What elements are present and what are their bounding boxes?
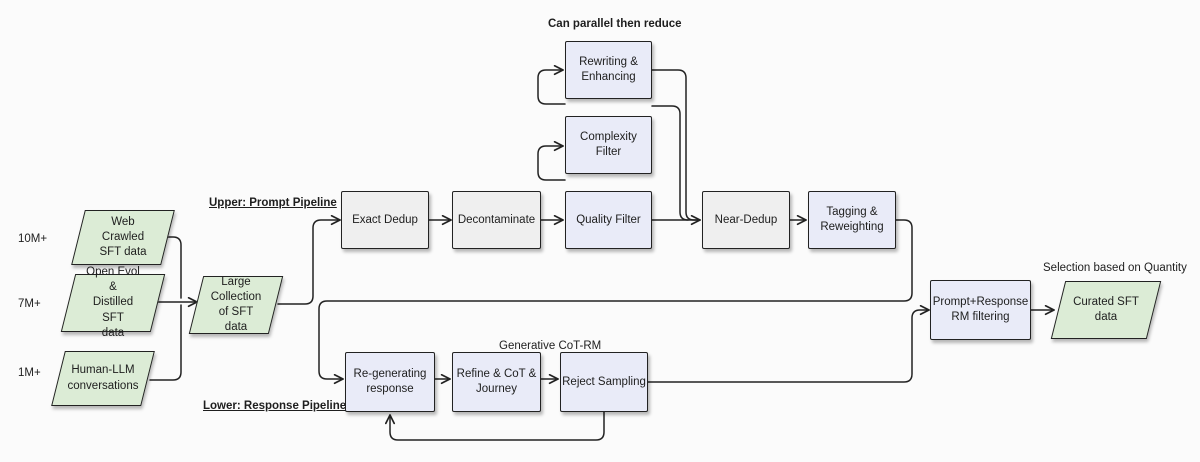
source-size-web: 10M+	[18, 233, 48, 245]
upper-pipeline-label: Upper: Prompt Pipeline	[209, 197, 337, 209]
reject-sampling-node: Reject Sampling	[560, 352, 648, 412]
selection-label: Selection based on Quantity	[1043, 262, 1187, 274]
large-collection: Large Collection of SFT data	[188, 275, 284, 334]
source-size-human: 1M+	[18, 367, 41, 379]
near-dedup-node: Near-Dedup	[702, 191, 790, 249]
edge-loop-to-rewriting	[537, 64, 566, 105]
source-web-crawled-label: Web Crawled SFT data	[99, 215, 147, 259]
source-human-llm-label: Human-LLM conversations	[67, 364, 139, 392]
rewriting-enhancing-node: Rewriting & Enhancing	[565, 41, 652, 99]
edge-web-to-collection	[164, 236, 182, 299]
refine-cot-journey-node: Refine & CoT & Journey	[452, 352, 541, 412]
edge-collection-to-exact-dedup	[277, 214, 341, 305]
quality-filter-node: Quality Filter	[565, 191, 652, 249]
source-open-evol-label: Open Evol & Distilled SFT data	[86, 266, 140, 339]
decontaminate-node: Decontaminate	[452, 191, 541, 249]
edge-rewriting-to-near-dedup	[651, 69, 701, 226]
lower-pipeline-label: Lower: Response Pipeline	[203, 400, 347, 412]
exact-dedup-node: Exact Dedup	[341, 191, 429, 249]
source-human-llm: Human-LLM conversations	[51, 351, 155, 406]
edge-reject-loop-back	[384, 411, 605, 441]
curated-sft-output: Curated SFT data	[1050, 281, 1162, 339]
edge-complexity-to-near-dedup	[651, 105, 689, 221]
diagram-title: Can parallel then reduce	[548, 18, 682, 30]
generative-cot-rm-label: Generative CoT-RM	[499, 340, 602, 352]
edge-human-to-collection	[149, 304, 182, 381]
large-collection-label: Large Collection of SFT data	[210, 275, 262, 334]
curated-sft-output-label: Curated SFT data	[1073, 295, 1139, 323]
regenerating-response-node: Re-generating response	[345, 352, 435, 412]
edge-loop-to-complexity	[537, 140, 566, 181]
edge-reject-to-rm-filter	[647, 304, 930, 383]
source-open-evol: Open Evol & Distilled SFT data	[60, 266, 166, 339]
source-size-evol: 7M+	[18, 298, 41, 310]
source-web-crawled: Web Crawled SFT data	[71, 210, 175, 265]
complexity-filter-node: Complexity Filter	[565, 116, 652, 174]
edge-tagging-to-regen	[318, 219, 913, 385]
rm-filtering-node: Prompt+Response RM filtering	[930, 280, 1031, 340]
tagging-reweighting-node: Tagging & Reweighting	[808, 191, 896, 249]
